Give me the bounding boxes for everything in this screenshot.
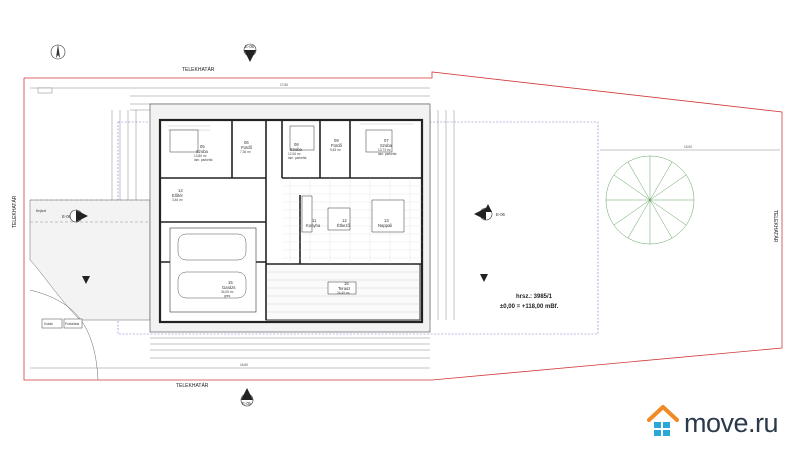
svg-text:Garázs: Garázs bbox=[222, 285, 236, 290]
svg-text:16: 16 bbox=[344, 281, 349, 286]
section-marker-bottom bbox=[240, 388, 254, 407]
room-label-05: 05 Szoba 13,86 m² lam. parketta bbox=[194, 144, 213, 162]
svg-text:Előtér: Előtér bbox=[172, 193, 184, 198]
svg-text:09: 09 bbox=[334, 138, 339, 143]
room-label-07: 07 Szoba 13,73 m² lam. parketta bbox=[378, 138, 397, 156]
section-label-top: E-05 bbox=[245, 44, 255, 49]
svg-text:24,45 m²: 24,45 m² bbox=[337, 291, 350, 295]
boundary-label-right: TELEKHATÁR bbox=[772, 210, 779, 243]
svg-text:Nappali: Nappali bbox=[378, 223, 392, 228]
garage bbox=[169, 227, 257, 313]
dining-table-icon bbox=[327, 281, 357, 295]
plot-boundary bbox=[23, 71, 783, 381]
boundary-label-left: TELEKHATÁR bbox=[11, 195, 18, 228]
tree-dimension-text: 10.00 bbox=[684, 145, 692, 149]
svg-text:12: 12 bbox=[342, 218, 347, 223]
bottom-dimensions bbox=[30, 337, 430, 369]
svg-text:14: 14 bbox=[178, 188, 183, 193]
svg-text:Fürdő: Fürdő bbox=[331, 143, 343, 148]
svg-text:13: 13 bbox=[384, 218, 389, 223]
room-label-11: 11 Konyha bbox=[306, 218, 321, 228]
house-logo-icon bbox=[647, 405, 679, 436]
svg-text:lam. parketta: lam. parketta bbox=[378, 152, 397, 156]
room-label-14: 14 Előtér 3,46 m² bbox=[172, 188, 184, 202]
mailbox-box bbox=[63, 318, 83, 329]
bed-icon bbox=[169, 129, 199, 153]
room-label-08: 08 Szoba 12,06 m² lam. parketta bbox=[288, 142, 307, 160]
svg-text:Fürdő: Fürdő bbox=[241, 145, 253, 150]
room-label-16: 16 Terasz 24,45 m² bbox=[337, 281, 350, 295]
level-text: ±0,00 = +118,00 mBf. bbox=[500, 304, 559, 310]
svg-text:lam. parketta: lam. parketta bbox=[288, 156, 307, 160]
room-label-12: 12 Étkező bbox=[337, 218, 350, 228]
level-marker-icon bbox=[82, 204, 492, 284]
room-label-13: 13 Nappali bbox=[378, 218, 392, 228]
bins-label: Kukák bbox=[44, 322, 53, 326]
svg-text:3,46 m²: 3,46 m² bbox=[172, 198, 183, 202]
bed-icon bbox=[289, 125, 315, 151]
room-label-06: 06 Fürdő 7,36 m² bbox=[240, 140, 253, 154]
svg-text:11: 11 bbox=[312, 218, 317, 223]
svg-text:gres: gres bbox=[224, 294, 231, 298]
svg-text:5,63 m²: 5,63 m² bbox=[330, 148, 341, 152]
right-dimensions bbox=[429, 110, 455, 320]
top-dimension-text: 17.60 bbox=[280, 83, 288, 87]
kitchen-counter bbox=[301, 195, 313, 233]
svg-text:07: 07 bbox=[384, 138, 389, 143]
svg-text:Szoba: Szoba bbox=[380, 143, 393, 148]
tree-icon bbox=[605, 155, 695, 245]
north-arrow-icon bbox=[50, 44, 66, 60]
svg-text:Terasz: Terasz bbox=[338, 286, 350, 291]
bottom-dimension-text: 16.60 bbox=[240, 363, 248, 367]
section-marker-left bbox=[69, 209, 88, 223]
mailbox-label: Postaláda bbox=[65, 322, 79, 326]
svg-text:05: 05 bbox=[200, 144, 205, 149]
watermark bbox=[643, 402, 793, 442]
car-icon bbox=[177, 233, 247, 261]
driveway bbox=[29, 199, 151, 321]
room-label-15: 15 Garázs 34,06 m² gres bbox=[221, 280, 236, 298]
entrance-label: Bejárat bbox=[36, 209, 46, 213]
svg-text:7,36 m²: 7,36 m² bbox=[240, 150, 251, 154]
svg-text:lam. parketta: lam. parketta bbox=[194, 158, 213, 162]
kitchen-island bbox=[327, 207, 351, 231]
svg-text:06: 06 bbox=[244, 140, 249, 145]
section-label-bottom: E-05 bbox=[242, 401, 252, 406]
bed-icon bbox=[365, 129, 393, 153]
svg-text:34,06 m²: 34,06 m² bbox=[221, 290, 234, 294]
boundary-label-bottom: TELEKHATÁR bbox=[176, 382, 209, 389]
section-label-left: E-06 bbox=[62, 214, 72, 219]
watermark-brand-text: move.ru bbox=[684, 408, 779, 438]
svg-text:Konyha: Konyha bbox=[306, 223, 321, 228]
bins-box bbox=[41, 318, 63, 329]
sofa-icon bbox=[371, 199, 405, 233]
svg-text:Étkező: Étkező bbox=[337, 223, 350, 228]
path-curve bbox=[29, 289, 99, 381]
svg-text:08: 08 bbox=[294, 142, 299, 147]
parcel-text: hrsz.: 3985/1 bbox=[516, 294, 553, 300]
room-label-09: 09 Fürdő 5,63 m² bbox=[330, 138, 343, 152]
svg-text:Szoba: Szoba bbox=[290, 147, 303, 152]
section-label-right: E-06 bbox=[496, 212, 506, 217]
boundary-label-top: TELEKHATÁR bbox=[182, 66, 215, 73]
section-marker-top bbox=[243, 43, 257, 62]
svg-text:13,73 m²: 13,73 m² bbox=[378, 148, 391, 152]
svg-text:Szoba: Szoba bbox=[196, 149, 209, 154]
legend-box bbox=[37, 87, 53, 94]
svg-text:15: 15 bbox=[228, 280, 233, 285]
car-icon bbox=[177, 271, 247, 299]
svg-text:13,86 m²: 13,86 m² bbox=[194, 154, 207, 158]
svg-text:12,06 m²: 12,06 m² bbox=[288, 152, 301, 156]
